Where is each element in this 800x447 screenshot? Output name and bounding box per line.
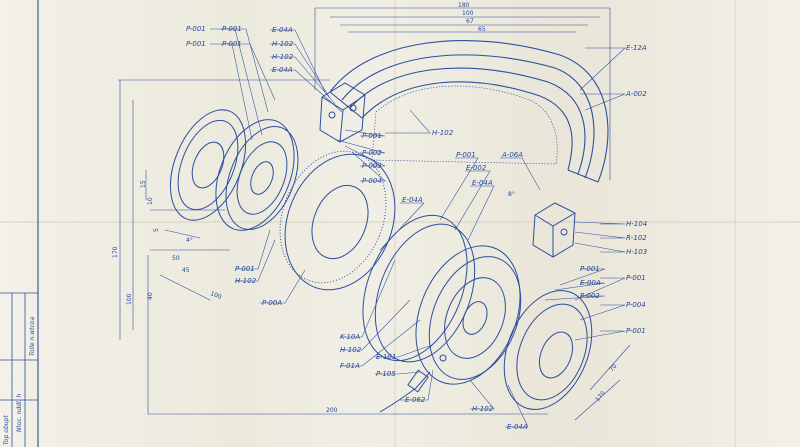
- part-label: H-102: [235, 277, 257, 285]
- part-label: P-001: [222, 25, 242, 33]
- part-label: P-105: [376, 370, 396, 378]
- dim-left: 15: [140, 180, 147, 188]
- dim-top: 65: [478, 26, 486, 33]
- part-label: E-101: [376, 353, 396, 361]
- title-block-text: Ntoc. nddl. h: [16, 393, 23, 432]
- part-label: P-001: [235, 265, 255, 273]
- part-label: E-04A: [272, 66, 293, 74]
- drawing-frame: [0, 0, 39, 447]
- part-label: A-002: [625, 90, 647, 98]
- dim-bottom: 100: [209, 290, 222, 301]
- dim-left: 10: [147, 197, 154, 205]
- part-label: E-04A: [472, 179, 493, 187]
- dim-angle: 8°: [508, 191, 515, 198]
- title-block-text: Top obupt: [3, 415, 10, 445]
- part-label: P-001: [186, 25, 206, 33]
- hinge-block-right: [532, 202, 576, 258]
- dimension-values: 180 100 67 65 170 100 40 15 10 5 50 45 2…: [112, 2, 619, 414]
- part-labels: P-001 P-001 P-001 P-001 E-04A H-102 H-10…: [186, 25, 647, 431]
- part-label: P-002: [580, 292, 600, 300]
- dim-top: 180: [458, 2, 470, 9]
- part-label: P-001: [626, 274, 646, 282]
- title-block: Top obupt Ntoc. nddl. h Tolle n.wtcoa: [3, 317, 36, 445]
- left-earcup-outer-plate: [169, 109, 247, 221]
- dim-left: 100: [126, 293, 133, 305]
- part-label: P-001: [456, 151, 476, 159]
- part-label: H-103: [626, 248, 647, 256]
- dim-bottom: 200: [326, 407, 338, 414]
- part-label: P-001: [186, 40, 206, 48]
- headband: [329, 39, 609, 183]
- part-label: P-003: [362, 162, 382, 170]
- part-label: H-102: [340, 346, 362, 354]
- part-label: E-04A: [272, 26, 293, 34]
- dim-top: 67: [466, 18, 474, 25]
- audio-cable: [379, 369, 431, 413]
- hinge-block-left: [319, 82, 366, 143]
- dim-bottom: 170: [594, 390, 607, 403]
- part-label: H-104: [626, 220, 647, 228]
- part-label: H-102: [432, 129, 454, 137]
- part-label: P-004: [362, 177, 382, 185]
- dim-left: 40: [147, 292, 154, 300]
- part-label: E-062: [405, 396, 426, 404]
- part-label: E-12A: [626, 44, 647, 52]
- part-label: A-06A: [501, 151, 523, 159]
- dimension-lines: [118, 7, 631, 421]
- part-label: H-102: [272, 53, 294, 61]
- dim-angle: 4°: [186, 237, 193, 244]
- part-label: K-10A: [340, 333, 360, 341]
- part-label: P-001: [626, 327, 646, 335]
- part-label: P-001: [580, 265, 600, 273]
- dim-bottom: 70: [608, 363, 618, 373]
- part-label: P-004: [626, 301, 646, 309]
- dim-top: 100: [462, 10, 474, 17]
- part-label: P-00A: [262, 299, 282, 307]
- leader-lines: [210, 28, 626, 428]
- right-earcup-outer-plate: [503, 290, 593, 410]
- part-label: P-002: [362, 149, 382, 157]
- left-earcup-shell: [215, 119, 299, 231]
- part-label: H-102: [472, 405, 494, 413]
- part-label: H-102: [272, 40, 294, 48]
- right-earcup-shell: [415, 245, 522, 385]
- part-label: P-001: [362, 132, 382, 140]
- dim-left: 170: [112, 246, 119, 258]
- dim-left: 45: [182, 267, 190, 274]
- part-label: P-001: [222, 40, 242, 48]
- left-ear-cushion: [279, 150, 396, 291]
- part-label: E-04A: [507, 423, 528, 431]
- part-label: R-102: [626, 234, 647, 242]
- part-label: E-002: [466, 164, 487, 172]
- dim-left: 5: [153, 228, 160, 232]
- dim-left: 50: [172, 255, 180, 262]
- part-label: F-01A: [340, 362, 360, 370]
- part-label: E-04A: [402, 196, 423, 204]
- part-label: E-00A: [580, 279, 601, 287]
- title-block-text: Tolle n.wtcoa: [29, 317, 36, 356]
